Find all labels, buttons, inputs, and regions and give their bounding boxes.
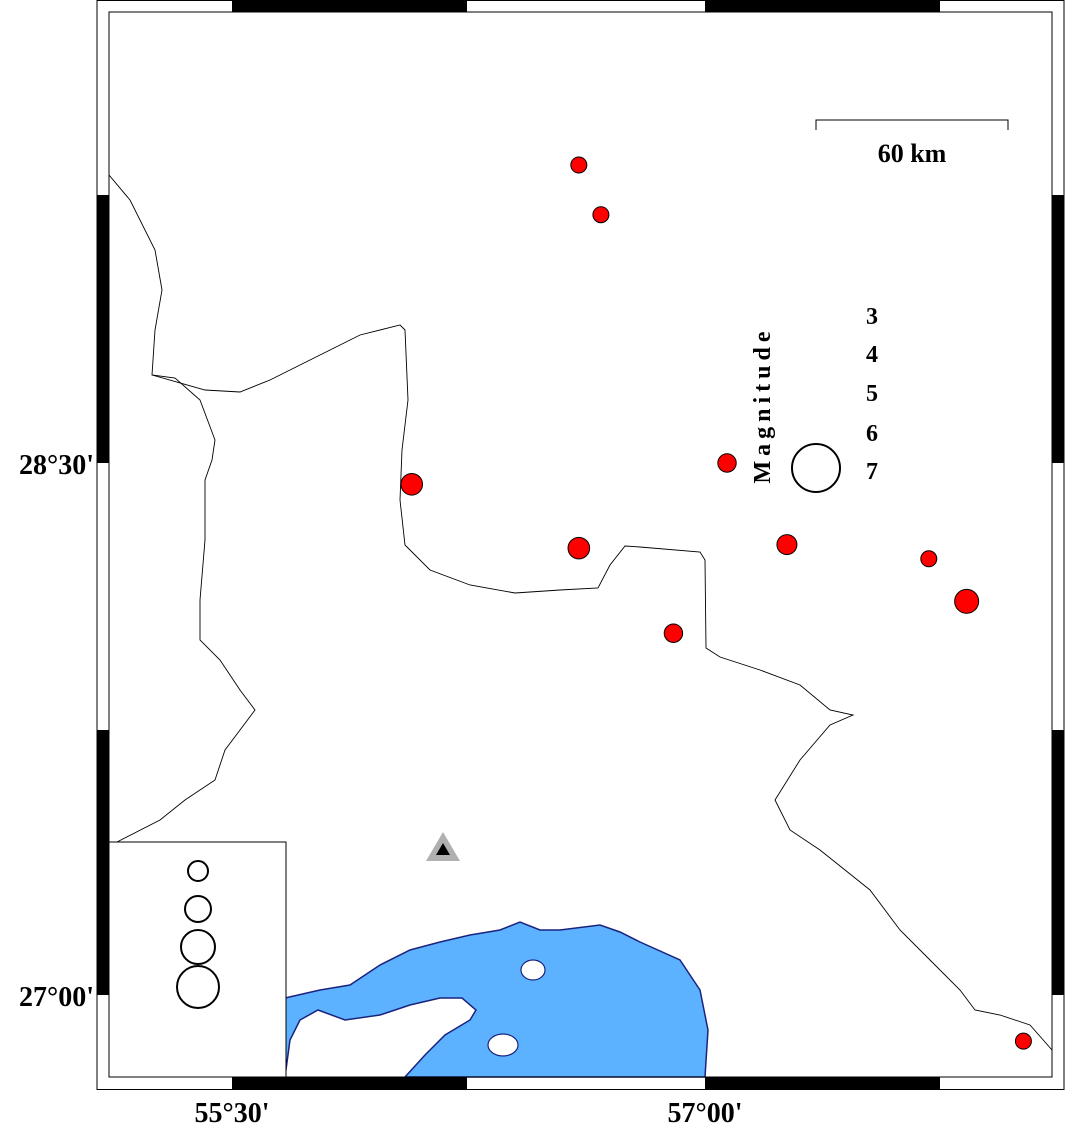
earthquake-event-2: [400, 472, 424, 496]
earthquake-event-0: [570, 156, 588, 174]
magnitude-legend: Magnitude 3 4 5 6 7: [750, 304, 878, 493]
legend-title: Magnitude: [750, 326, 776, 483]
legend-mag-6: 6: [866, 421, 878, 447]
sea: [284, 921, 709, 1078]
earthquake-event-7: [954, 588, 980, 614]
scale-bar: 60 km: [815, 119, 1009, 168]
magnitude-legend-box: [108, 841, 287, 1078]
earthquake-event-8: [663, 623, 684, 643]
map-frame: [96, 0, 1065, 1090]
legend-mag-7: 7: [866, 459, 878, 485]
lat-label-28-30: 28°30': [19, 450, 94, 481]
station-triangle-icon: [426, 832, 460, 861]
legend-mag-3: 3: [866, 304, 878, 330]
earthquake-event-4: [717, 453, 737, 473]
scale-bar-label: 60 km: [878, 139, 947, 168]
legend-mag-5: 5: [866, 381, 878, 407]
lon-label-55-30: 55°30': [195, 1098, 270, 1127]
earthquake-event-1: [592, 206, 610, 224]
earthquake-event-9: [1014, 1032, 1032, 1050]
borders: [108, 174, 1053, 1051]
earthquake-events: [400, 156, 1032, 1050]
earthquake-event-5: [776, 534, 798, 556]
earthquake-event-6: [920, 550, 938, 568]
lat-label-27-00: 27°00': [19, 982, 94, 1013]
earthquake-event-3: [567, 536, 591, 560]
lon-label-57-00: 57°00': [668, 1098, 743, 1127]
legend-mag-4: 4: [866, 342, 878, 368]
